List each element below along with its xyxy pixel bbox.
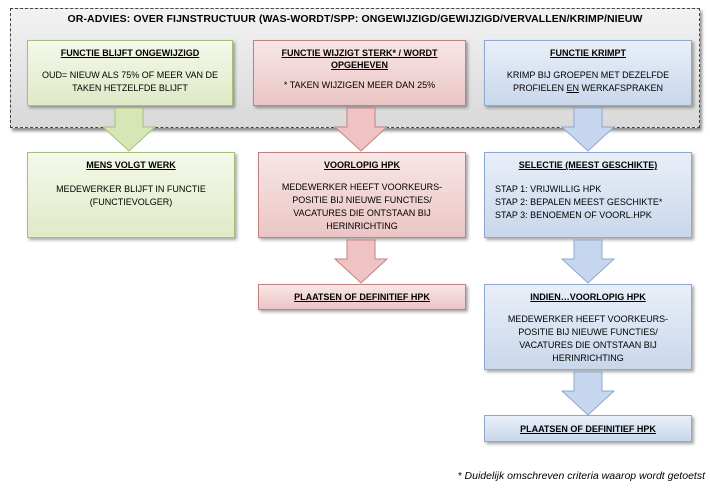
box-text: OUD= NIEUW ALS 75% OF MEER VAN DE TAKEN … — [41, 70, 219, 93]
step-item: STAP 2: BEPALEN MEEST GESCHIKTE* — [495, 197, 663, 207]
box-heading: PLAATSEN OF DEFINITIEF HPK — [294, 292, 430, 302]
footnote: * Duidelijk omschreven criteria waarop w… — [457, 470, 705, 482]
arrow-shape — [333, 107, 389, 152]
box-heading: SELECTIE (MEEST GESCHIKTE) — [518, 160, 658, 170]
box-text-part: KRIMP BIJ GROEPEN MET DEZELFDE PROFIELEN — [506, 70, 670, 93]
box-heading: FUNCTIE BLIJFT ONGEWIJZIGD — [60, 48, 200, 58]
box-text: KRIMP BIJ GROEPEN MET DEZELFDE PROFIELEN… — [485, 69, 691, 95]
arrow-shape — [560, 239, 616, 284]
box-text: MEDEWERKER HEEFT VOORKEURS-POSITIE BIJ N… — [507, 314, 669, 363]
arrow-down-green — [101, 107, 157, 152]
box-functie-wijzigt: FUNCTIE WIJZIGT STERK* / WORDT OPGEHEVEN… — [253, 40, 466, 106]
arrow-shape — [101, 107, 157, 152]
box-mens-volgt-werk: MENS VOLGT WERK MEDEWERKER BLIJFT IN FUN… — [27, 152, 235, 238]
box-functie-krimpt: FUNCTIE KRIMPT KRIMP BIJ GROEPEN MET DEZ… — [484, 40, 692, 106]
box-text: * TAKEN WIJZIGEN MEER DAN 25% — [283, 80, 436, 90]
arrow-down-red — [333, 107, 389, 152]
step-item: STAP 3: BENOEMEN OF VOORL.HPK — [495, 210, 652, 220]
diagram-title: OR-ADVIES: OVER FIJNSTRUCTUUR (WAS-WORDT… — [67, 13, 643, 25]
box-heading: VOORLOPIG HPK — [323, 160, 400, 170]
box-text-part: WERKAFSPRAKEN — [579, 83, 664, 93]
arrow-down-blue — [560, 107, 616, 152]
arrow-down-blue-3 — [560, 371, 616, 416]
box-heading: FUNCTIE KRIMPT — [550, 48, 626, 58]
box-plaatsen-definitief-blue: PLAATSEN OF DEFINITIEF HPK — [484, 415, 692, 442]
box-heading: PLAATSEN OF DEFINITIEF HPK — [520, 424, 656, 434]
box-text: MEDEWERKER BLIJFT IN FUNCTIE (FUNCTIEVOL… — [56, 184, 206, 207]
box-indien-voorlopig-hpk: INDIEN…VOORLOPIG HPK MEDEWERKER HEEFT VO… — [484, 284, 692, 370]
steps-list: STAP 1: VRIJWILLIG HPK STAP 2: BEPALEN M… — [485, 183, 691, 222]
box-plaatsen-definitief-red: PLAATSEN OF DEFINITIEF HPK — [258, 284, 466, 310]
arrow-down-red-2 — [333, 239, 389, 284]
box-text-emphasis: EN — [566, 83, 579, 93]
box-text: MEDEWERKER HEEFT VOORKEURS-POSITIE BIJ N… — [281, 182, 443, 231]
box-selectie: SELECTIE (MEEST GESCHIKTE) STAP 1: VRIJW… — [484, 152, 692, 238]
box-heading: MENS VOLGT WERK — [86, 160, 176, 170]
box-functie-ongewijzigd: FUNCTIE BLIJFT ONGEWIJZIGD OUD= NIEUW AL… — [27, 40, 233, 106]
arrow-shape — [560, 371, 616, 416]
box-heading: FUNCTIE WIJZIGT STERK* / WORDT OPGEHEVEN — [281, 48, 438, 70]
step-item: STAP 1: VRIJWILLIG HPK — [495, 184, 602, 194]
arrow-shape — [560, 107, 616, 152]
box-heading: INDIEN…VOORLOPIG HPK — [530, 292, 646, 302]
box-voorlopig-hpk: VOORLOPIG HPK MEDEWERKER HEEFT VOORKEURS… — [258, 152, 466, 238]
arrow-down-blue-2 — [560, 239, 616, 284]
arrow-shape — [333, 239, 389, 284]
